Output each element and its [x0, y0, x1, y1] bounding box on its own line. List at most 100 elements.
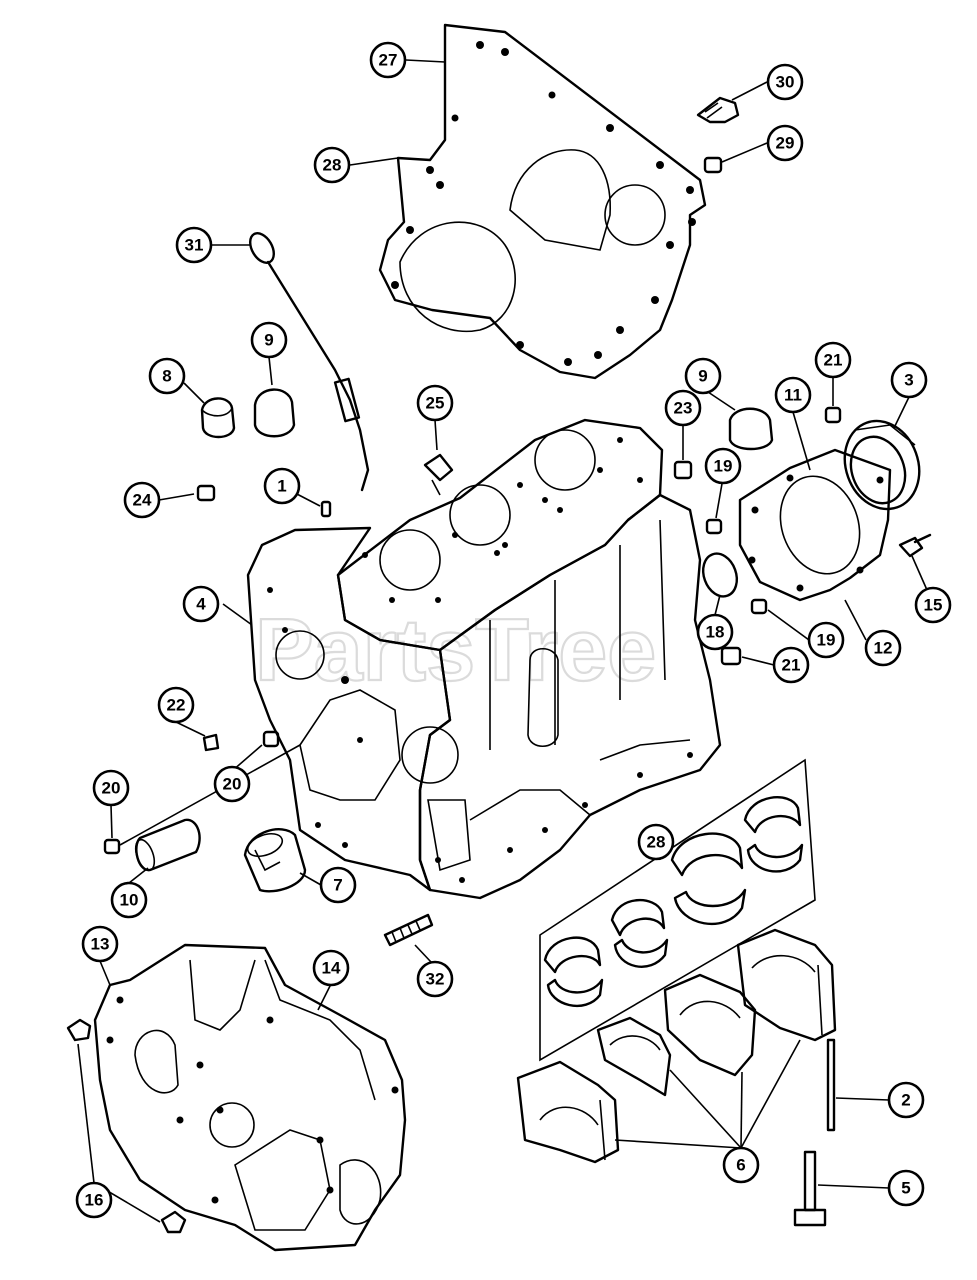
callout-14: 14 [312, 949, 350, 987]
callout-21-upper: 21 [814, 341, 852, 379]
front-plate-gasket [93, 943, 407, 1252]
callout-5: 5 [887, 1169, 925, 1207]
callout-30: 30 [766, 63, 804, 101]
callout-label: 31 [185, 236, 204, 255]
callout-28-bearings: 28 [637, 823, 675, 861]
bearing-shell-2 [610, 899, 669, 968]
bolt-5 [793, 1150, 827, 1227]
cover-disc-18 [701, 552, 739, 598]
callout-label: 19 [817, 631, 836, 650]
callout-label: 28 [647, 833, 666, 852]
plug-19-upper [705, 518, 723, 535]
watermark-text: PartsTree [255, 600, 656, 699]
rear-plate-gasket [378, 23, 707, 380]
callout-32: 32 [416, 960, 454, 998]
callout-29: 29 [766, 124, 804, 162]
expansion-plug-8 [200, 397, 236, 439]
callout-label: 20 [102, 779, 121, 798]
plug-20-right [262, 730, 280, 748]
bearing-cap-3 [663, 973, 757, 1077]
callout-label: 9 [698, 367, 707, 386]
callout-15: 15 [914, 586, 952, 624]
callout-24: 24 [123, 481, 161, 519]
bearing-cap-4 [736, 928, 837, 1042]
callout-label: 6 [736, 1156, 745, 1175]
callout-label: 21 [782, 656, 801, 675]
bearing-shell-3 [670, 832, 747, 925]
callout-19-upper: 19 [704, 447, 742, 485]
bearing-cap-2 [596, 1016, 672, 1097]
bolt-16-upper [66, 1018, 92, 1042]
plug-24 [196, 484, 216, 502]
callout-label: 27 [379, 51, 398, 70]
callout-label: 25 [426, 394, 445, 413]
callout-22: 22 [157, 686, 195, 724]
callout-label: 30 [776, 73, 795, 92]
bearing-cap-1 [516, 1060, 620, 1164]
callout-20-right: 20 [213, 765, 251, 803]
cylinder-block [246, 418, 722, 900]
stud-32 [383, 913, 434, 947]
bolt-16-lower [160, 1210, 187, 1234]
callout-label: 13 [91, 935, 110, 954]
callout-20-left: 20 [92, 769, 130, 807]
callout-label: 21 [824, 351, 843, 370]
callout-3: 3 [890, 361, 928, 399]
callout-label: 18 [706, 623, 725, 642]
callout-10: 10 [110, 881, 148, 919]
callout-label: 19 [714, 457, 733, 476]
callout-label: 22 [167, 696, 186, 715]
callout-label: 9 [264, 331, 273, 350]
callout-label: 8 [162, 367, 171, 386]
callout-6: 6 [722, 1146, 760, 1184]
callout-19-lower: 19 [807, 621, 845, 659]
bearing-shell-4 [743, 796, 804, 873]
callout-9-left: 9 [250, 321, 288, 359]
callout-31: 31 [175, 226, 213, 264]
plug-22 [202, 733, 220, 752]
callout-18: 18 [696, 613, 734, 651]
plug-21-upper [824, 406, 842, 424]
callout-label: 23 [674, 399, 693, 418]
expansion-plug-9-right [728, 407, 774, 451]
callout-16: 16 [75, 1181, 113, 1219]
callout-21-lower: 21 [772, 646, 810, 684]
dowel-29 [703, 156, 723, 174]
plug-20-left [103, 838, 121, 855]
callout-label: 15 [924, 596, 943, 615]
bushing-axis-line [119, 744, 301, 846]
callout-label: 32 [426, 970, 445, 989]
callout-4: 4 [182, 585, 220, 623]
callout-label: 2 [901, 1091, 910, 1110]
bolt-15 [898, 533, 932, 558]
callout-23: 23 [664, 389, 702, 427]
bearing-shell-1 [543, 936, 604, 1008]
callout-12: 12 [864, 629, 902, 667]
oil-seal-3 [843, 419, 921, 511]
callout-label: 4 [196, 595, 206, 614]
sleeve-7 [243, 828, 307, 893]
callout-label: 11 [784, 386, 802, 405]
callout-label: 12 [874, 639, 893, 658]
callout-label: 28 [323, 156, 342, 175]
callout-label: 16 [85, 1191, 104, 1210]
callout-label: 7 [333, 876, 342, 895]
callout-label: 1 [277, 477, 286, 496]
callout-8: 8 [148, 357, 186, 395]
callout-label: 20 [223, 775, 242, 794]
callout-label: 3 [904, 371, 913, 390]
callout-11: 11 [774, 376, 812, 414]
callout-label: 10 [120, 891, 139, 910]
plug-23 [673, 460, 693, 480]
plug-19-lower [750, 598, 768, 615]
callout-28-top: 28 [313, 146, 351, 184]
callout-2: 2 [887, 1081, 925, 1119]
callout-27: 27 [369, 41, 407, 79]
callout-1: 1 [263, 467, 301, 505]
callout-7: 7 [319, 866, 357, 904]
bushing-10 [134, 818, 201, 872]
elbow-fitting-25 [423, 453, 454, 496]
callout-25: 25 [416, 384, 454, 422]
callout-label: 14 [322, 959, 341, 978]
